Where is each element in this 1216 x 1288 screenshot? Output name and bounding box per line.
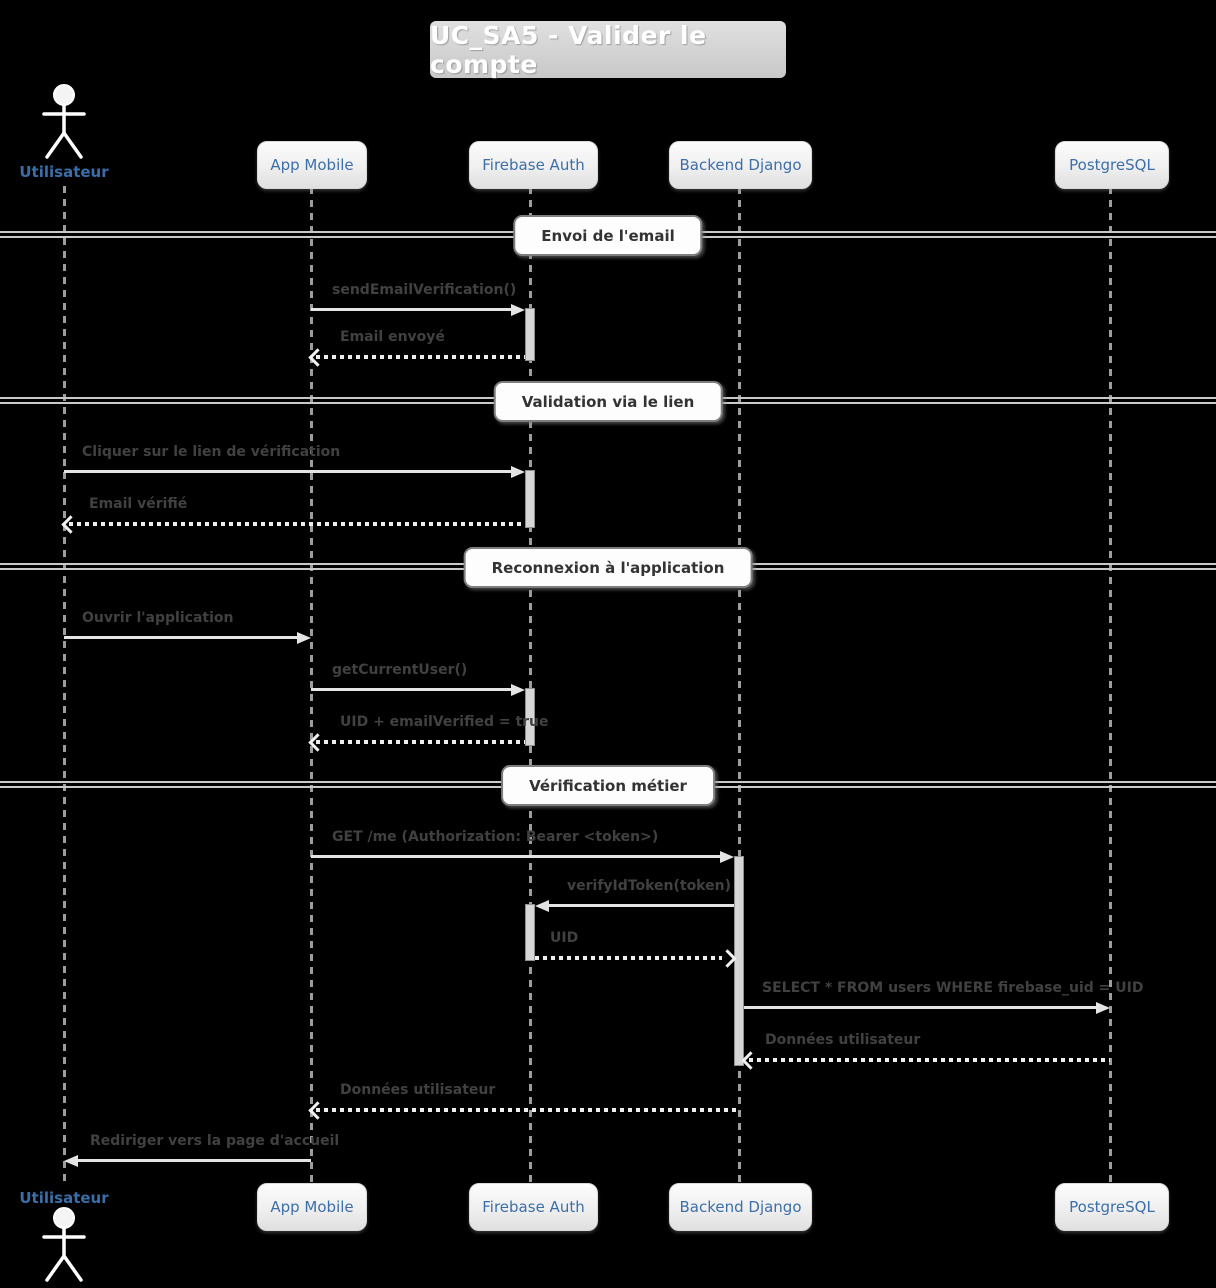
section-verification-metier: Vérification métier: [501, 765, 715, 806]
diagram-title: UC_SA5 - Valider le compte: [430, 20, 707, 79]
message-arrow: [316, 1108, 739, 1112]
participant-backend-django-top: Backend Django: [669, 141, 812, 189]
participant-label: Backend Django: [679, 1198, 802, 1216]
message-label: getCurrentUser(): [332, 662, 468, 678]
message-label: Données utilisateur: [765, 1032, 921, 1048]
participant-firebase-auth-bottom: Firebase Auth: [469, 1183, 598, 1231]
actor-icon: [38, 84, 90, 166]
activation-backend: [734, 856, 744, 1066]
section-reconnexion: Reconnexion à l'application: [463, 547, 753, 588]
activation-firebase-2: [525, 470, 535, 528]
diagram-title-box: UC_SA5 - Valider le compte: [430, 20, 786, 79]
arrowhead-icon: [1096, 1002, 1110, 1014]
section-envoi-email: Envoi de l'email: [513, 215, 703, 256]
activation-firebase-4: [525, 904, 535, 961]
arrowhead-icon: [535, 900, 549, 912]
participant-backend-django-bottom: Backend Django: [669, 1183, 812, 1231]
message-arrow: [535, 956, 722, 960]
lifeline-postgresql: [1109, 187, 1112, 1183]
arrowhead-icon: [297, 632, 311, 644]
participant-label: Firebase Auth: [482, 156, 585, 174]
actor-label-top: Utilisateur: [19, 163, 109, 181]
message-arrow: [316, 355, 525, 359]
message-arrow: [64, 470, 515, 473]
message-label: UID + emailVerified = true: [340, 714, 549, 730]
lifeline-backend-django: [738, 187, 741, 1183]
participant-label: App Mobile: [270, 156, 354, 174]
section-label: Vérification métier: [529, 777, 687, 795]
activation-firebase-1: [525, 308, 535, 361]
participant-app-mobile-bottom: App Mobile: [257, 1183, 367, 1231]
arrowhead-icon: [511, 304, 525, 316]
message-label: SELECT * FROM users WHERE firebase_uid =…: [762, 980, 1144, 996]
message-arrow: [749, 1058, 1110, 1062]
arrowhead-icon: [511, 684, 525, 696]
message-arrow: [69, 522, 525, 526]
message-label: verifyIdToken(token): [567, 878, 731, 894]
message-arrow: [64, 636, 301, 639]
participant-postgresql-bottom: PostgreSQL: [1055, 1183, 1169, 1231]
lifeline-firebase-auth: [529, 187, 532, 1183]
message-arrow: [311, 855, 724, 858]
message-arrow: [548, 904, 734, 907]
message-label: sendEmailVerification(): [332, 282, 517, 298]
participant-label: PostgreSQL: [1069, 1198, 1155, 1216]
message-label: Email vérifié: [89, 496, 188, 512]
message-label: Rediriger vers la page d'accueil: [90, 1133, 340, 1149]
activation-firebase-3: [525, 688, 535, 746]
section-label: Reconnexion à l'application: [491, 559, 725, 577]
message-arrow: [311, 308, 515, 311]
participant-label: App Mobile: [270, 1198, 354, 1216]
arrowhead-icon: [64, 1155, 78, 1167]
message-arrow: [316, 740, 525, 744]
arrowhead-icon: [720, 851, 734, 863]
section-label: Envoi de l'email: [541, 227, 675, 245]
participant-postgresql-top: PostgreSQL: [1055, 141, 1169, 189]
message-arrow: [744, 1006, 1100, 1009]
participant-firebase-auth-top: Firebase Auth: [469, 141, 598, 189]
actor-label-bottom: Utilisateur: [19, 1189, 109, 1207]
participant-label: Firebase Auth: [482, 1198, 585, 1216]
section-validation-lien: Validation via le lien: [493, 381, 723, 422]
participant-label: PostgreSQL: [1069, 156, 1155, 174]
participant-app-mobile-top: App Mobile: [257, 141, 367, 189]
message-label: Ouvrir l'application: [82, 610, 234, 626]
message-label: Email envoyé: [340, 329, 445, 345]
message-label: Cliquer sur le lien de vérification: [82, 444, 341, 460]
message-arrow: [77, 1159, 311, 1162]
message-arrow: [311, 688, 515, 691]
lifeline-app-mobile: [310, 187, 313, 1183]
message-label: GET /me (Authorization: Bearer <token>): [332, 829, 659, 845]
actor-icon: [38, 1207, 90, 1288]
lifeline-utilisateur: [63, 186, 66, 1183]
arrowhead-icon: [511, 466, 525, 478]
message-label: UID: [550, 930, 579, 946]
participant-label: Backend Django: [679, 156, 802, 174]
message-label: Données utilisateur: [340, 1082, 496, 1098]
section-label: Validation via le lien: [521, 393, 695, 411]
